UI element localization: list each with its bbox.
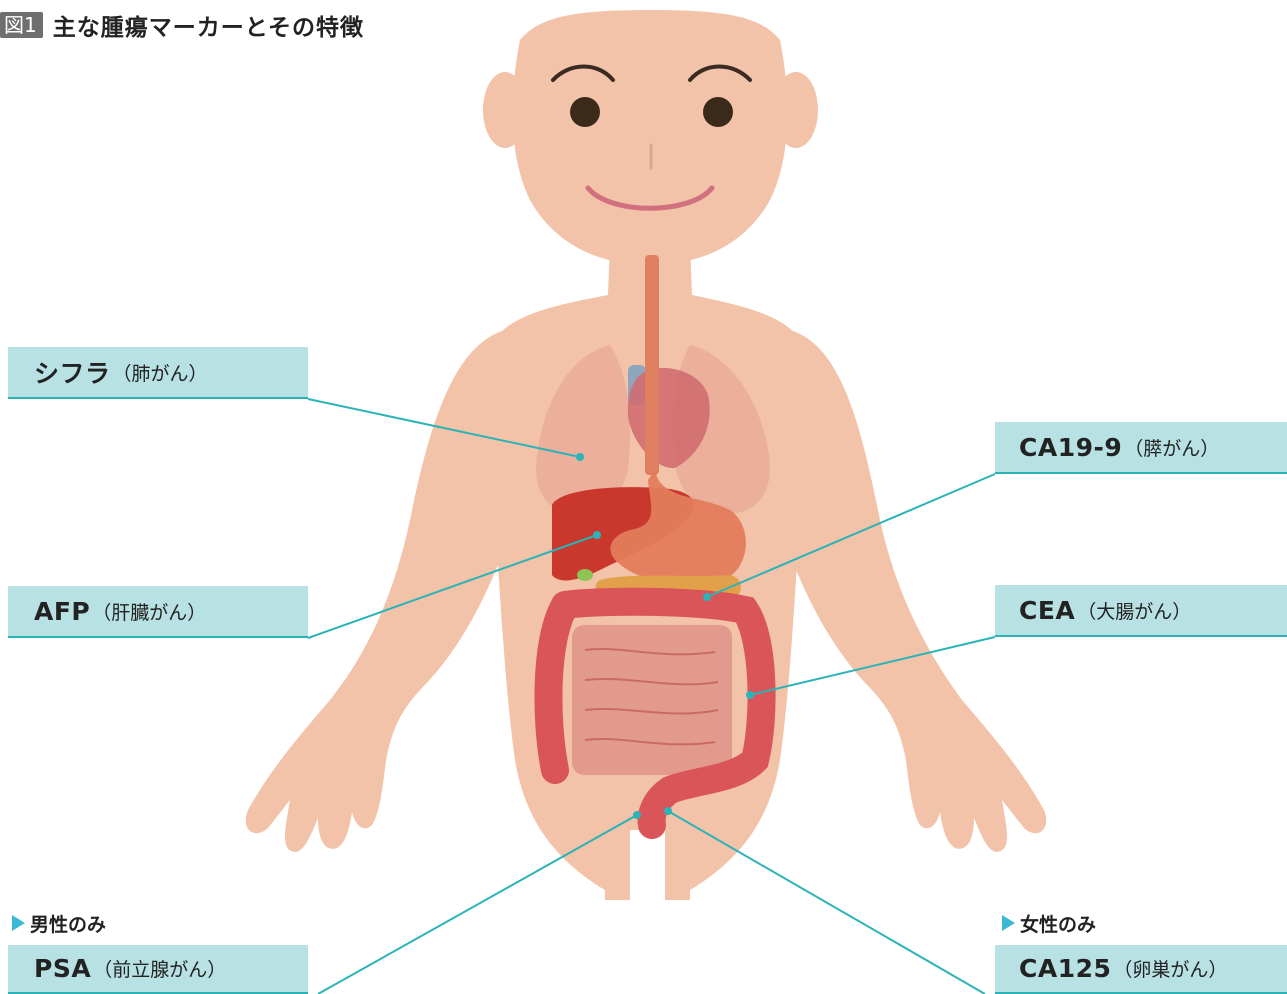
marker-organ-ca125: （卵巣がん） [1113, 955, 1227, 982]
small-intestine [572, 625, 732, 775]
marker-organ-cyfra: （肺がん） [113, 359, 208, 386]
label-afp: AFP （肝臓がん） [8, 586, 308, 638]
marker-organ-ca199: （膵がん） [1124, 434, 1219, 461]
label-ca199: CA19-9 （膵がん） [995, 422, 1287, 474]
dot-cyfra [576, 453, 584, 461]
note-male-text: 男性のみ [30, 910, 106, 937]
note-triangle-icon [1002, 915, 1015, 931]
note-male-only: 男性のみ [12, 909, 106, 937]
marker-name-cyfra: シフラ [34, 354, 111, 390]
dot-psa [633, 811, 641, 819]
marker-name-ca199: CA19-9 [1019, 433, 1122, 462]
figure-title-row: 図1 主な腫瘍マーカーとその特徴 [0, 8, 364, 42]
left-eye [570, 97, 600, 127]
label-cyfra: シフラ （肺がん） [8, 347, 308, 399]
head [513, 10, 788, 265]
dot-ca125 [664, 807, 672, 815]
leg-gap [630, 830, 665, 905]
note-female-text: 女性のみ [1020, 910, 1096, 937]
figure-title: 主な腫瘍マーカーとその特徴 [53, 8, 364, 42]
figure-number-badge: 図1 [0, 12, 43, 38]
marker-organ-afp: （肝臓がん） [92, 598, 206, 625]
leader-psa [318, 815, 637, 994]
label-psa: PSA （前立腺がん） [8, 945, 308, 994]
marker-name-afp: AFP [34, 597, 90, 626]
marker-name-cea: CEA [1019, 596, 1075, 625]
marker-organ-cea: （大腸がん） [1077, 597, 1191, 624]
label-cea: CEA （大腸がん） [995, 585, 1287, 637]
note-female-only: 女性のみ [1002, 909, 1096, 937]
esophagus [645, 255, 659, 475]
marker-name-psa: PSA [34, 954, 91, 983]
right-eye [703, 97, 733, 127]
note-triangle-icon [12, 915, 25, 931]
dot-cea [746, 691, 754, 699]
leader-ca125 [668, 811, 985, 994]
marker-organ-psa: （前立腺がん） [93, 955, 226, 982]
label-ca125: CA125 （卵巣がん） [995, 945, 1287, 994]
dot-ca199 [703, 593, 711, 601]
gallbladder [577, 569, 593, 581]
marker-name-ca125: CA125 [1019, 954, 1111, 983]
dot-afp [593, 531, 601, 539]
